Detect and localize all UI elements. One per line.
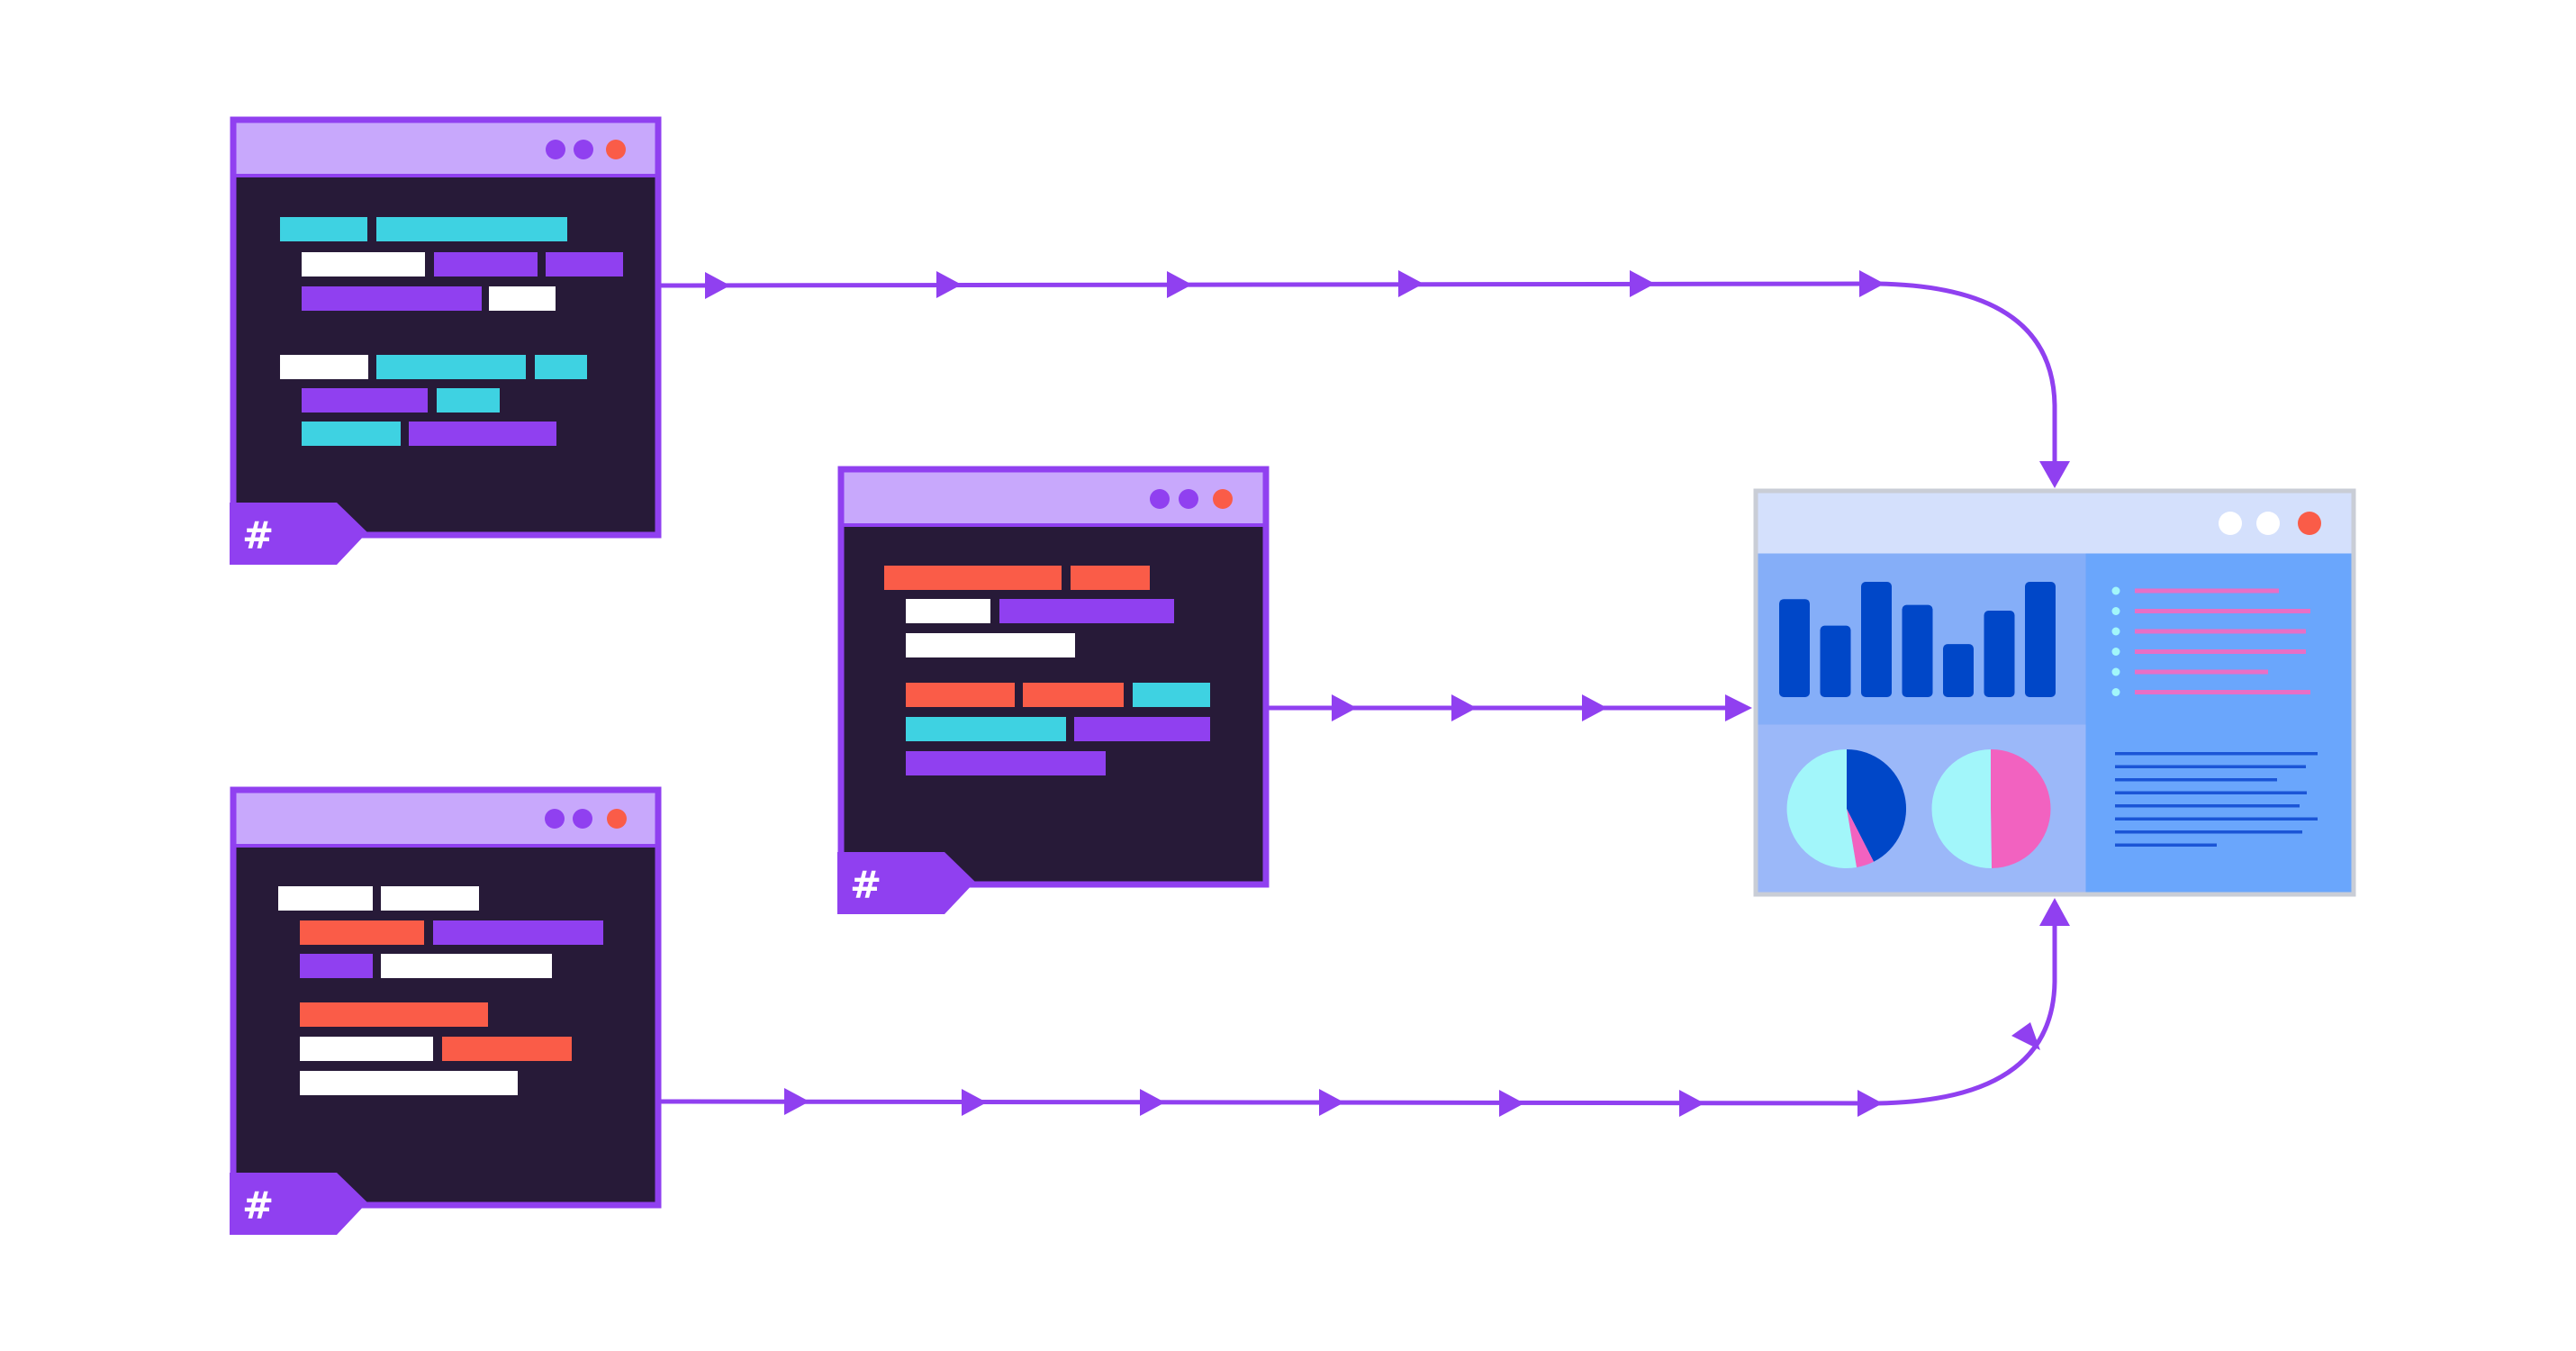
- code-lines: [278, 886, 603, 1095]
- arrow-head-icon: [2011, 1022, 2040, 1050]
- bar: [2025, 582, 2056, 697]
- arrow-head-icon: [936, 271, 962, 298]
- window-frame: [230, 116, 662, 539]
- arrow-head-icon: [962, 1089, 987, 1116]
- dashboard-window: [1753, 488, 2356, 897]
- window-middle: #: [837, 466, 1270, 914]
- text-line: [2115, 778, 2277, 782]
- arrow-head-icon: [1859, 270, 1885, 297]
- arrow-head-icon: [1725, 694, 1752, 721]
- arrow-head-icon: [1499, 1090, 1524, 1117]
- list-line: [2135, 690, 2310, 694]
- list-line: [2135, 649, 2306, 654]
- arrow-head-icon: [1332, 694, 1357, 721]
- hash-tag-label: #: [850, 863, 881, 907]
- hash-tag-label: #: [242, 513, 274, 558]
- arrow-head-icon: [1319, 1089, 1344, 1116]
- text-line: [2115, 791, 2307, 794]
- connector-bottom: [659, 911, 2057, 1106]
- text-line: [2115, 765, 2306, 768]
- bar: [1902, 604, 1933, 697]
- pie-right: [1931, 748, 2051, 869]
- window-dots-icon: [545, 809, 627, 829]
- dashboard-titlebar: [1758, 493, 2352, 554]
- bar: [1820, 625, 1851, 697]
- code-lines: [280, 217, 623, 446]
- window-dots-icon: [546, 140, 626, 159]
- arrow-head-icon: [1451, 694, 1477, 721]
- list-line: [2135, 669, 2268, 675]
- connector-top: [659, 281, 2057, 478]
- pie-slice: [1991, 748, 2051, 868]
- pie-left: [1786, 748, 1907, 868]
- arrow-head-icon: [1140, 1089, 1165, 1116]
- arrow-head-icon: [2039, 461, 2070, 488]
- bar: [1984, 611, 2015, 697]
- text-line: [2115, 843, 2217, 847]
- list-bullet: [2111, 667, 2120, 676]
- pie-slice: [1931, 749, 1992, 869]
- list-panel: [2085, 553, 2352, 893]
- arrow-head-icon: [1630, 270, 1655, 297]
- hash-tag-icon: #: [230, 503, 367, 565]
- arrow-head-icon: [1857, 1090, 1883, 1117]
- window-titlebar: [844, 472, 1263, 525]
- window-frame: [230, 786, 662, 1209]
- bar-chart: [1779, 582, 2056, 697]
- list-line: [2135, 588, 2279, 594]
- text-line: [2115, 830, 2302, 834]
- hash-tag-icon: #: [230, 1173, 367, 1235]
- window-dots-icon: [2219, 512, 2321, 535]
- arrow-heads: [705, 270, 2070, 1117]
- arrow-head-icon: [1167, 271, 1192, 298]
- arrow-head-icon: [784, 1088, 809, 1115]
- list-line: [2135, 609, 2310, 613]
- list-bullet: [2111, 648, 2120, 656]
- pie-slice: [1847, 809, 1874, 867]
- code-lines: [884, 566, 1210, 775]
- text-line: [2115, 804, 2300, 808]
- hash-tag-label: #: [242, 1183, 274, 1228]
- list-bullet: [2111, 607, 2120, 615]
- bar: [1943, 644, 1974, 697]
- text-line: [2115, 752, 2318, 756]
- bar: [1779, 599, 1810, 697]
- arrow-head-icon: [1679, 1090, 1704, 1117]
- window-frame: [837, 466, 1270, 888]
- window-top-left: #: [230, 116, 662, 565]
- list-line: [2135, 629, 2306, 634]
- window-bottom-left: #: [230, 786, 662, 1235]
- pie-slice: [1786, 748, 1857, 868]
- text-block: [2115, 752, 2318, 847]
- bar: [1861, 582, 1892, 697]
- list-bullet: [2111, 688, 2120, 696]
- arrow-head-icon: [1398, 270, 1424, 297]
- arrow-head-icon: [705, 272, 730, 299]
- hash-tag-icon: #: [837, 852, 975, 914]
- text-line: [2115, 817, 2318, 821]
- bullet-list: [2111, 586, 2310, 696]
- pie-slice: [1847, 749, 1907, 862]
- window-dots-icon: [1150, 489, 1233, 509]
- arrow-head-icon: [2039, 898, 2070, 926]
- arrow-head-icon: [1582, 694, 1607, 721]
- list-bullet: [2111, 627, 2120, 636]
- list-bullet: [2111, 586, 2120, 595]
